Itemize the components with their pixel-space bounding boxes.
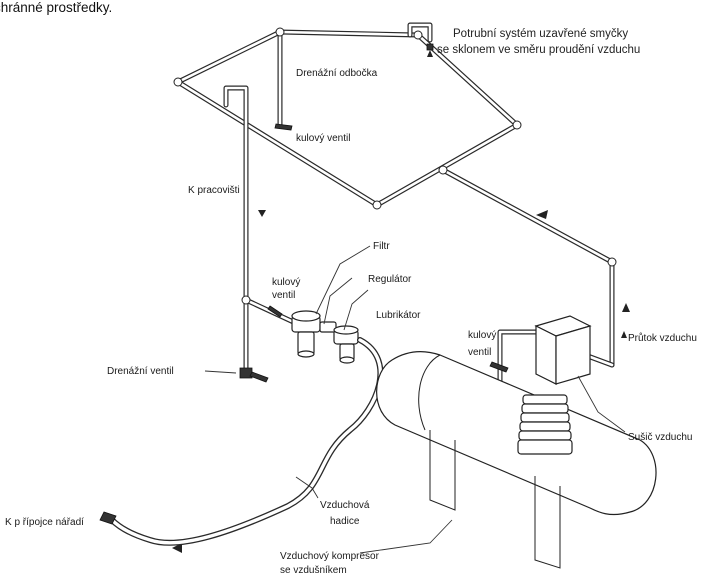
title-line-1: Potrubní systém uzavřené smyčky	[453, 28, 628, 40]
label-tool-connection: K p řípojce nářadí	[5, 517, 84, 528]
label-regulator: Regulátor	[368, 274, 412, 285]
drain-valve	[239, 367, 269, 383]
label-compressor-2: se vzdušníkem	[280, 565, 347, 576]
air-hose	[99, 337, 384, 546]
leader-lines	[204, 245, 626, 554]
label-lubricator: Lubrikátor	[376, 310, 421, 321]
label-air-hose-1: Vzduchová	[320, 500, 370, 511]
flow-arrow-down-icon	[258, 210, 266, 217]
header-fragment: chránné prostředky.	[0, 0, 112, 15]
label-air-hose-2: hadice	[330, 516, 360, 527]
label-air-dryer: Sušič vzduchu	[628, 432, 692, 443]
label-compressor-1: Vzduchový kompresor	[280, 551, 380, 562]
label-air-flow: Průtok vzduchu	[628, 332, 697, 344]
loop-piping	[173, 22, 617, 403]
label-to-workplace: K pracovišti	[188, 185, 240, 196]
label-drain-valve: Drenážní ventil	[107, 366, 174, 377]
label-drain-branch: Drenážní odbočka	[296, 68, 378, 79]
flow-arrow-down-icon	[427, 50, 433, 57]
label-filter: Filtr	[373, 241, 390, 252]
label-ball-valve-left-1: kulový	[272, 277, 300, 288]
label-ball-valve-right-2: ventil	[468, 347, 491, 358]
flow-arrow-left-icon	[536, 210, 548, 219]
top-drain-valve-icon	[426, 43, 434, 51]
title-line-2: se sklonem ve směru proudění vzduchu	[437, 44, 640, 56]
flow-arrow-up-icon	[622, 303, 630, 312]
drain-branch-valve-icon	[274, 123, 293, 131]
air-flow-arrow-icon	[621, 331, 627, 338]
air-compressor	[376, 351, 657, 569]
frl-unit	[267, 305, 359, 364]
ball-valve-frl-icon	[267, 305, 283, 318]
label-ball-valve-left-2: ventil	[272, 290, 295, 301]
tool-coupling-icon	[99, 511, 117, 525]
label-ball-valve-right-1: kulový	[468, 330, 496, 341]
label-ball-valve-top: kulový ventil	[296, 133, 350, 144]
air-dryer	[534, 315, 592, 385]
ball-valve-compressor-icon	[489, 361, 509, 373]
flow-arrow-left-icon	[172, 543, 182, 553]
